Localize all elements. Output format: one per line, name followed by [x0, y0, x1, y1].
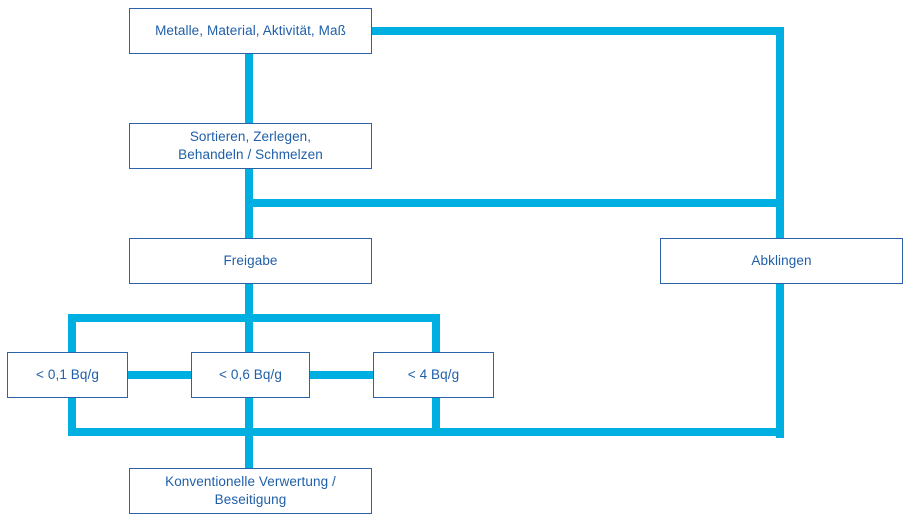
- node-disposal: Konventionelle Verwertung / Beseitigung: [129, 468, 372, 514]
- connector-split-center-arm: [245, 314, 253, 352]
- node-limit-4: < 4 Bq/g: [373, 352, 494, 398]
- node-limit-06: < 0,6 Bq/g: [191, 352, 310, 398]
- node-limit-01: < 0,1 Bq/g: [7, 352, 128, 398]
- connector-limit06-down: [245, 398, 253, 436]
- node-input: Metalle, Material, Aktivität, Maß: [129, 8, 372, 54]
- connector-split-bar-upper: [68, 314, 440, 322]
- connector-limit01-to-limit06: [128, 371, 191, 379]
- connector-merge-to-disposal: [245, 428, 253, 468]
- connector-limit4-down: [432, 398, 440, 436]
- connector-right-rail-vertical: [776, 27, 784, 438]
- connector-freigabe-down: [245, 284, 253, 322]
- connector-input-to-right-rail: [372, 27, 784, 35]
- connector-limit01-down: [68, 398, 76, 436]
- connector-split-right-arm: [432, 314, 440, 352]
- node-freigabe: Freigabe: [129, 238, 372, 284]
- connector-processing-to-right-rail: [245, 199, 784, 207]
- connector-abklingen-down: [776, 284, 784, 436]
- node-abklingen: Abklingen: [660, 238, 903, 284]
- connector-split-left-arm: [68, 314, 76, 352]
- connector-input-to-processing: [245, 54, 253, 123]
- connector-merge-bar-lower: [68, 428, 784, 436]
- connector-limit06-to-limit4: [310, 371, 373, 379]
- node-processing: Sortieren, Zerlegen, Behandeln / Schmelz…: [129, 123, 372, 169]
